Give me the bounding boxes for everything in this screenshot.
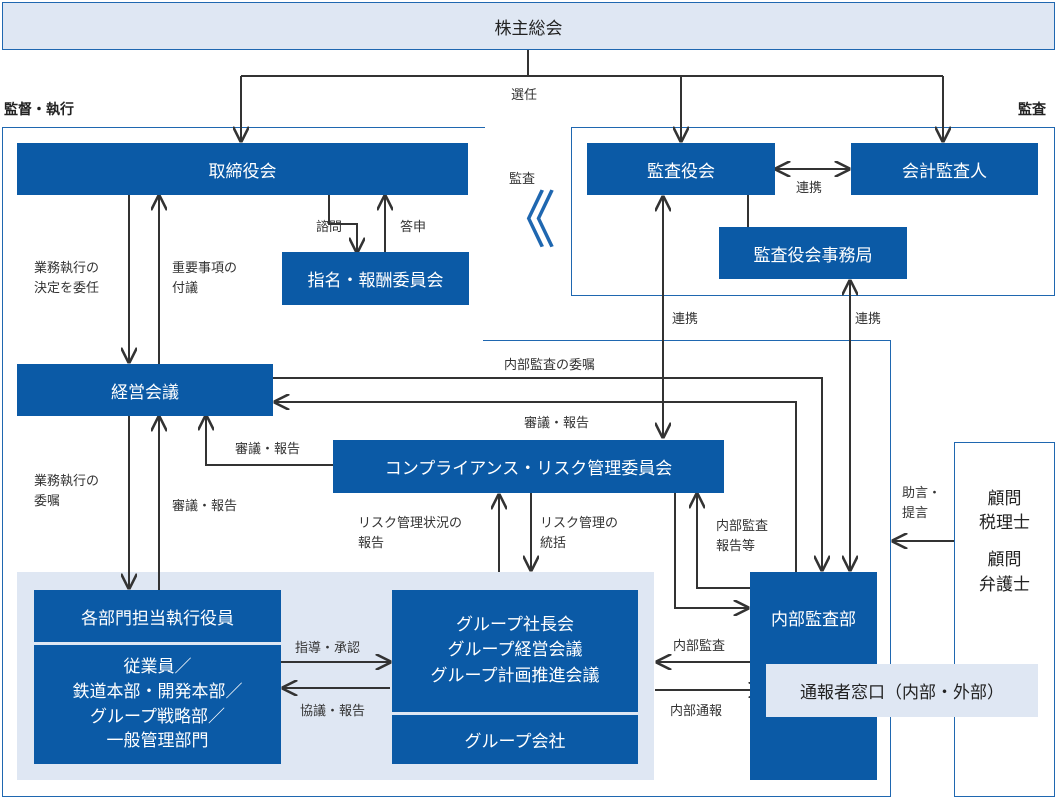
- cooperation-label-top: 連携: [796, 181, 823, 196]
- exec-delegation-label: 業務執行の 委嘱: [34, 472, 99, 511]
- important-matters-line-1: 重要事項の: [172, 261, 238, 276]
- advisors-frame: [954, 442, 1055, 797]
- risk-oversight-label: リスク管理の 統括: [540, 514, 618, 553]
- advice-line-1: 助言・: [902, 486, 942, 501]
- guidance-approval-label: 指導・承認: [295, 641, 361, 656]
- executive-officers-label: 各部門担当執行役員: [81, 608, 234, 629]
- risk-oversight-line-1: リスク管理の: [540, 516, 619, 531]
- important-matters-label: 重要事項の 付議: [172, 259, 237, 298]
- whistleblower-window-label: 通報者窓口（内部・外部）: [800, 683, 1004, 703]
- group-meetings-box: グループ社長会 グループ経営会議 グループ計画推進会議: [392, 590, 638, 712]
- cooperation-label-right: 連携: [855, 312, 882, 327]
- cooperation-label-left: 連携: [672, 312, 699, 327]
- internal-audit-report-line-2: 報告等: [716, 538, 756, 554]
- advisors-box: 顧問 税理士 顧問 弁護士: [954, 474, 1055, 610]
- supervision-region-label: 監督・執行: [4, 102, 74, 118]
- board-of-directors-box: 取締役会: [17, 143, 468, 195]
- advisor-line-2: 税理士: [979, 513, 1030, 534]
- management-council-box: 経営会議: [17, 364, 273, 416]
- exec-delegation-line-2: 委嘱: [34, 493, 61, 509]
- internal-audit-report-label: 内部監査 報告等: [716, 517, 768, 556]
- risk-status-report-label: リスク管理状況の 報告: [358, 514, 462, 553]
- audit-arrow-label: 監査: [509, 172, 536, 187]
- deliberation-report-label-exec: 審議・報告: [172, 499, 238, 514]
- executive-officers-box: 各部門担当執行役員: [34, 590, 281, 642]
- internal-audit-short-label: 内部監査: [673, 639, 726, 654]
- audit-board-label: 監査役会: [647, 161, 715, 182]
- election-label: 選任: [511, 88, 538, 103]
- deliberation-report-label-mid: 審議・報告: [524, 416, 590, 431]
- nomination-committee-label: 指名・報酬委員会: [307, 271, 444, 291]
- internal-audit-report-line-1: 内部監査: [716, 519, 769, 534]
- delegate-decision-line-1: 業務執行の: [34, 261, 100, 276]
- accounting-auditor-label: 会計監査人: [902, 161, 987, 182]
- group-companies-box: グループ会社: [392, 715, 638, 764]
- group-meetings-line-3: グループ計画推進会議: [430, 665, 600, 686]
- audit-board-box: 監査役会: [587, 143, 775, 195]
- audit-region-label: 監査: [1018, 102, 1046, 118]
- consultation-report-label: 協議・報告: [300, 704, 366, 719]
- advice-label: 助言・ 提言: [902, 484, 941, 523]
- internal-report-label: 内部通報: [670, 704, 723, 719]
- advisor-line-3: 顧問: [987, 550, 1022, 570]
- deliberation-report-label-left: 審議・報告: [235, 442, 301, 457]
- internal-audit-dept-label: 内部監査部: [771, 609, 856, 630]
- board-label: 取締役会: [208, 161, 277, 182]
- report-answer-label: 答申: [400, 220, 427, 235]
- delegate-decision-label: 業務執行の 決定を委任: [34, 259, 99, 298]
- advice-line-2: 提言: [902, 505, 929, 521]
- shareholders-meeting-box: 株主総会: [2, 2, 1055, 50]
- departments-line-1: 従業員／: [123, 657, 192, 678]
- risk-status-report-line-2: 報告: [358, 535, 385, 551]
- risk-oversight-line-2: 統括: [540, 535, 567, 551]
- departments-line-3: グループ戦略部／: [90, 706, 225, 727]
- audit-frame: [571, 127, 1055, 296]
- internal-audit-delegation-label: 内部監査の委嘱: [504, 358, 596, 373]
- internal-audit-frame: [483, 340, 891, 797]
- group-meetings-line-1: グループ社長会: [456, 614, 574, 635]
- consultation-label: 諮問: [316, 220, 343, 235]
- important-matters-line-2: 付議: [172, 280, 199, 296]
- advisor-line-4: 弁護士: [979, 574, 1030, 595]
- whistleblower-window-box: 通報者窓口（内部・外部）: [766, 664, 1038, 717]
- departments-box: 従業員／ 鉄道本部・開発本部／ グループ戦略部／ 一般管理部門: [34, 645, 281, 764]
- advisor-line-1: 顧問: [987, 488, 1022, 509]
- shareholders-meeting-label: 株主総会: [494, 18, 563, 39]
- audit-office-label: 監査役会事務局: [753, 245, 873, 266]
- audit-chevron-icon: 《: [494, 184, 557, 257]
- departments-line-4: 一般管理部門: [106, 731, 209, 752]
- exec-delegation-line-1: 業務執行の: [34, 474, 100, 489]
- management-council-label: 経営会議: [111, 382, 179, 403]
- nomination-committee-box: 指名・報酬委員会: [282, 252, 469, 305]
- departments-line-2: 鉄道本部・開発本部／: [72, 681, 243, 702]
- group-companies-label: グループ会社: [464, 732, 566, 752]
- compliance-risk-committee-box: コンプライアンス・リスク管理委員会: [333, 440, 724, 493]
- audit-office-box: 監査役会事務局: [719, 227, 907, 279]
- delegate-decision-line-2: 決定を委任: [34, 280, 100, 296]
- group-meetings-line-2: グループ経営会議: [447, 640, 583, 661]
- risk-status-report-line-1: リスク管理状況の: [358, 516, 463, 531]
- compliance-committee-label: コンプライアンス・リスク管理委員会: [384, 459, 673, 479]
- accounting-auditor-box: 会計監査人: [851, 143, 1038, 195]
